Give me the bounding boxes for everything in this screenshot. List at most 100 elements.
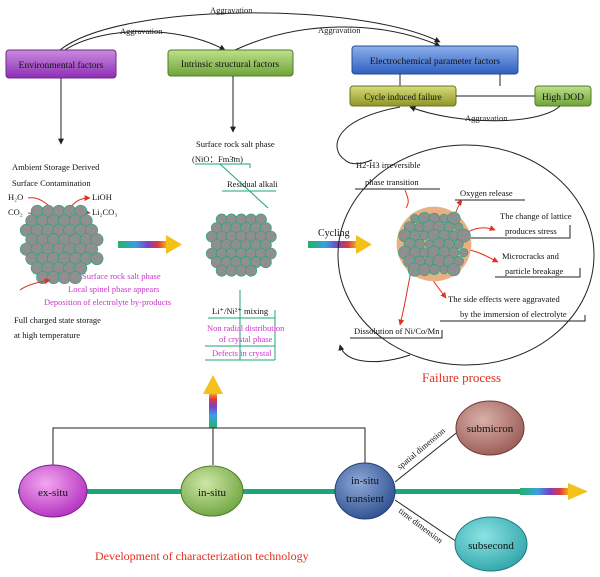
subsecond-node: subsecond <box>454 516 528 572</box>
env-title-line1: Ambient Storage Derived <box>12 162 100 172</box>
particle-cluster-failure <box>396 206 472 282</box>
cycling-arrow <box>308 235 372 254</box>
svg-text:transient: transient <box>346 493 384 505</box>
characterization-title: Development of characterization technolo… <box>95 549 309 563</box>
env-co2: CO₂ <box>8 207 23 217</box>
aggravation-label-right: Aggravation <box>318 25 361 35</box>
ex-situ-node: ex-situ <box>18 464 88 518</box>
env-pink-3: Deposition of electrolyte by-products <box>44 297 171 307</box>
intrinsic-structural-factors-box: Intrinsic structural factors <box>167 49 294 77</box>
submicron-node: submicron <box>455 400 525 456</box>
loop-arrow-into-circle <box>336 106 401 165</box>
underline-side <box>440 315 586 322</box>
svg-text:Intrinsic structural factors: Intrinsic structural factors <box>181 59 279 70</box>
primary-particle <box>439 265 449 275</box>
primary-particle <box>447 263 461 277</box>
svg-text:High DOD: High DOD <box>542 93 584 103</box>
arrow-env-bottom <box>19 278 51 291</box>
failure-process-circle <box>337 144 595 366</box>
primary-particle <box>90 252 104 266</box>
label-spatial-dimension: spatial dimension <box>395 425 448 472</box>
aggravation-label-left: Aggravation <box>120 26 163 36</box>
svg-text:ex-situ: ex-situ <box>38 487 68 499</box>
svg-text:Electrochemical parameter fact: Electrochemical parameter factors <box>370 56 501 67</box>
aggravation-arc-right <box>234 26 441 51</box>
failure-lattice-line2: produces stress <box>505 226 557 236</box>
teal-leader-diagonal <box>219 163 269 209</box>
primary-particle <box>414 238 425 250</box>
intrinsic-residual: Residual alkali <box>227 179 278 189</box>
timeline-bracket <box>52 427 366 465</box>
primary-particle <box>459 248 469 258</box>
primary-particle <box>443 221 455 233</box>
in-situ-node: in-situ <box>180 465 244 517</box>
particle-cluster-environmental <box>19 204 104 284</box>
primary-particle <box>57 270 71 284</box>
arrow-micro <box>469 249 499 263</box>
failure-lattice-line1: The change of lattice <box>500 211 572 221</box>
branch-spatial <box>394 429 461 483</box>
primary-particle <box>447 211 461 226</box>
primary-particle <box>448 247 460 258</box>
env-bottom-line1: Full charged state storage <box>14 315 101 325</box>
failure-oxygen: Oxygen release <box>460 188 513 198</box>
aggravation-arc-top <box>59 12 441 51</box>
environmental-factors-box: Environmental factors <box>5 49 117 79</box>
high-dod-box: High DOD <box>534 85 592 107</box>
loop-arrow-out-circle <box>338 344 411 363</box>
svg-text:Environmental factors: Environmental factors <box>19 60 104 71</box>
failure-h2h3-line2: phase transition <box>365 177 419 187</box>
electrochemical-parameter-factors-box: Electrochemical parameter factors <box>351 45 519 75</box>
failure-process-title: Failure process <box>422 370 501 385</box>
intrinsic-nio: (NiO：Fm3̄m) <box>192 154 243 164</box>
arrow-lattice <box>467 225 496 233</box>
arrow-h2h3 <box>404 189 409 209</box>
primary-particle <box>418 263 431 276</box>
failure-micro-line2: particle breakage <box>505 266 564 276</box>
failure-h2h3-line1: H2-H3 irreversible <box>356 160 421 170</box>
primary-particle <box>428 264 440 276</box>
svg-text:subsecond: subsecond <box>468 540 514 552</box>
svg-text:in-situ: in-situ <box>351 475 380 487</box>
primary-particle <box>68 270 82 284</box>
failure-side-line1: The side effects were aggravated <box>448 294 560 304</box>
env-bottom-line2: at high temperature <box>14 330 80 340</box>
label-time-dimension: time dimension <box>397 506 446 546</box>
primary-particle <box>453 239 464 249</box>
failure-dissolution: Dissolution of Ni/Co/Mn <box>354 326 440 336</box>
svg-text:submicron: submicron <box>467 423 514 435</box>
aggravation-arc-mid <box>409 105 561 122</box>
particle-cluster-intrinsic <box>205 213 277 277</box>
env-title-line2: Surface Contamination <box>12 178 91 188</box>
branch-time <box>394 499 461 545</box>
cycling-label: Cycling <box>318 228 350 239</box>
svg-text:Cycle induced failure: Cycle induced failure <box>364 92 441 102</box>
aggravation-arc-left <box>61 31 226 53</box>
env-pink-2: Local spinel phase appears <box>68 284 159 294</box>
primary-particle <box>259 256 272 269</box>
in-situ-transient-node: in-situ transient <box>334 462 396 520</box>
failure-micro-line1: Microcracks and <box>502 251 560 261</box>
primary-particle <box>410 214 420 224</box>
underline-lattice <box>450 225 571 239</box>
underline-micro <box>495 268 581 278</box>
rainbow-arrow-up <box>203 375 223 428</box>
aggravation-label-top: Aggravation <box>210 5 253 15</box>
cycle-induced-failure-box: Cycle induced failure <box>349 85 457 107</box>
env-h2o: H₂O <box>8 192 23 202</box>
underline-dissolution <box>350 330 443 339</box>
intrinsic-non-radial-2: of crystal phase <box>219 334 273 344</box>
intrinsic-non-radial-1: Non radial distribution <box>207 323 285 333</box>
env-li2co3: Li₂CO₃ <box>92 207 117 217</box>
timeline-arrow <box>18 483 588 500</box>
intrinsic-mixing: Li⁺/Ni²⁺ mixing <box>212 306 269 316</box>
rainbow-arrow-env-to-intrinsic <box>118 235 182 254</box>
env-pink-1: Surface rock salt phase <box>82 271 161 281</box>
env-lioh: LiOH <box>92 192 112 202</box>
intrinsic-defects: Defects in crystal <box>212 348 272 358</box>
svg-text:in-situ: in-situ <box>198 487 227 499</box>
primary-particle <box>245 264 257 277</box>
intrinsic-rock-salt: Surface rock salt phase <box>196 139 275 149</box>
aggravation-label-mid: Aggravation <box>465 113 508 123</box>
